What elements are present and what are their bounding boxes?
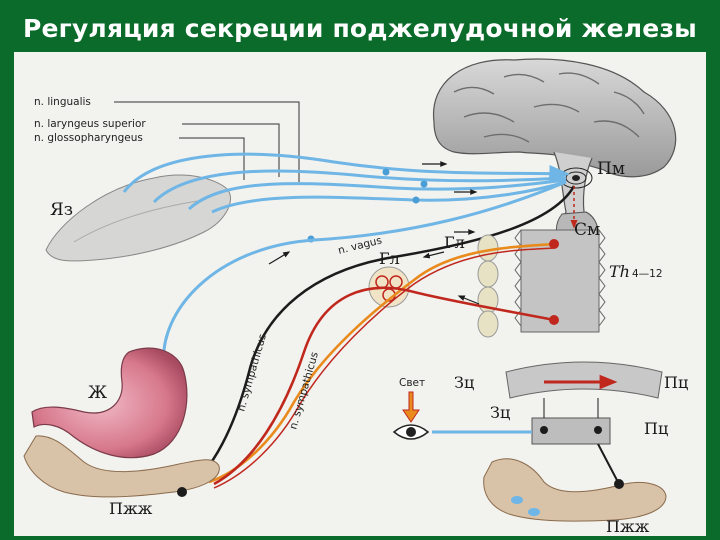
label-zh: Ж <box>88 383 107 403</box>
nerve-sympathicus-2: n. sympathicus <box>287 351 321 431</box>
eye-icon <box>392 424 430 440</box>
label-gl-top: Гл <box>444 233 465 252</box>
diagram-svg: Пм Яз n. lingualis n. laryngeus superior… <box>23 58 688 536</box>
arrow-gl <box>422 251 445 259</box>
pancreas-left <box>23 435 220 498</box>
label-pm: Пм <box>597 159 625 179</box>
subcortex-centre <box>531 398 611 445</box>
label-svet: Свет <box>399 377 425 389</box>
label-pzhzh-left: Пжж <box>109 499 153 518</box>
label-th-range: 4—12 <box>632 268 663 280</box>
nerve-glossopharyngeus: n. glossopharyngeus <box>34 132 143 144</box>
diagram-panel: Пм Яз n. lingualis n. laryngeus superior… <box>14 52 706 536</box>
sympathetic-chain <box>477 234 499 338</box>
preganglionic-neuron-top <box>549 239 559 249</box>
pancreas-right-terminal <box>614 479 624 489</box>
label-gl: Гл <box>379 249 400 268</box>
pancreas-right <box>483 458 667 522</box>
label-pc1: Пц <box>664 373 688 392</box>
label-pzhzh-right: Пжж <box>606 517 650 536</box>
preganglionic-neuron-bottom <box>549 315 559 325</box>
label-zc2: Зц <box>490 403 510 422</box>
stomach <box>31 347 188 459</box>
nerve-laryngeus: n. laryngeus superior <box>34 118 146 130</box>
efferent-to-pancreas <box>597 443 620 485</box>
label-th: Th <box>609 262 630 281</box>
label-yaz: Яз <box>50 200 73 220</box>
label-zc1: Зц <box>454 373 474 392</box>
sympathetic-fibers <box>208 242 555 489</box>
nerve-sympathicus-1: n. sympathicus <box>235 333 269 413</box>
vagus-efferent <box>181 185 576 494</box>
nerve-lingualis: n. lingualis <box>34 96 91 108</box>
label-pc2: Пц <box>644 419 668 438</box>
label-sm: См <box>574 220 600 240</box>
flow-arrows <box>268 161 478 265</box>
slide-title: Регуляция секреции поджелудочной железы <box>23 14 697 43</box>
arrow-ascending <box>457 295 480 305</box>
cortex-centre <box>505 361 663 399</box>
nerve-leaders <box>114 101 300 182</box>
tongue <box>45 174 231 262</box>
vagus-afferent <box>162 180 567 365</box>
pancreas-terminal-vagus <box>177 487 187 497</box>
light-arrow-icon <box>402 391 420 423</box>
